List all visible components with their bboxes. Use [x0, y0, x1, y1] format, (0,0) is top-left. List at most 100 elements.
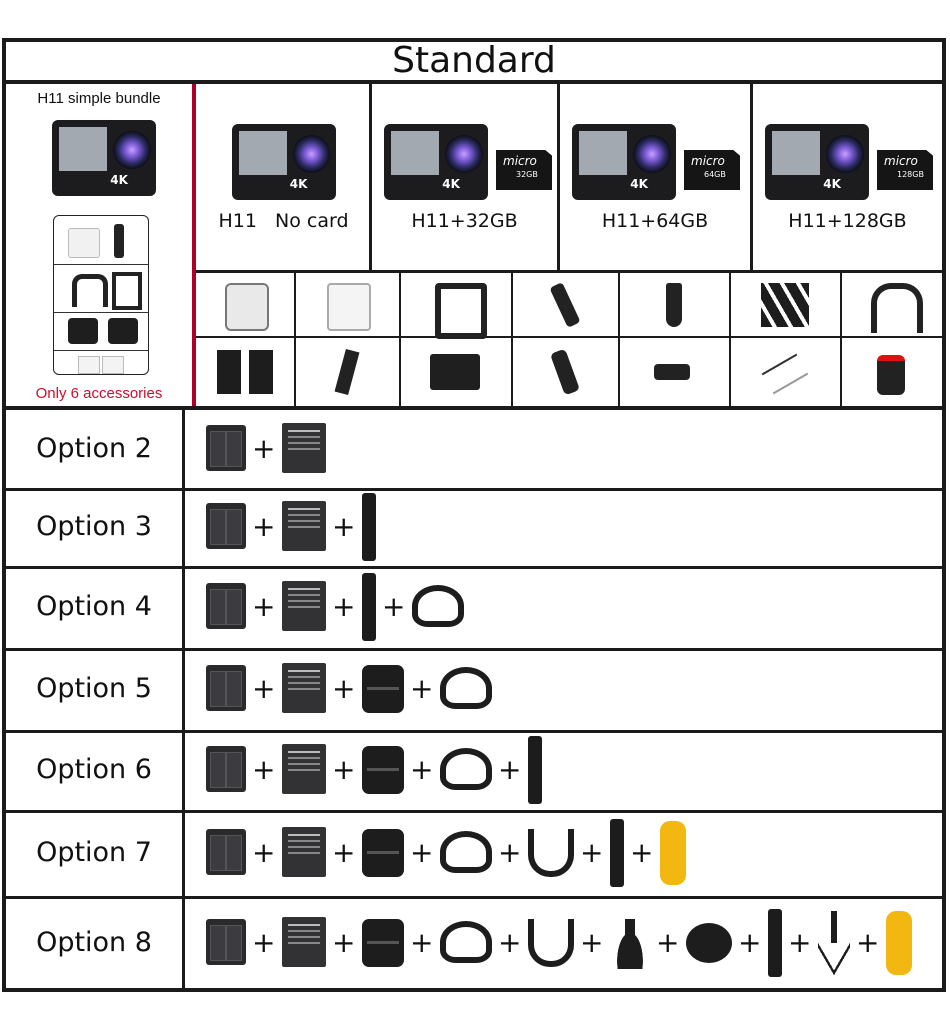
battery-icon: [282, 581, 326, 631]
camera-badge: 4K: [823, 177, 841, 192]
divider: [196, 270, 942, 273]
plus-sign: +: [856, 926, 880, 959]
plus-sign: +: [498, 926, 522, 959]
charger-icon: [206, 425, 246, 471]
plus-sign: +: [580, 836, 604, 869]
velcro-straps-icon: [760, 282, 809, 327]
charger-icon: [206, 583, 246, 629]
sd-card-image: micro 64GB: [684, 150, 740, 190]
plus-sign: +: [332, 590, 356, 623]
tripod-adapter-icon: [665, 282, 682, 327]
camera-lens: [826, 134, 864, 173]
selfie-stick-icon: [528, 736, 542, 804]
selfie-stick-icon: [610, 819, 624, 887]
plus-sign: +: [410, 753, 434, 786]
plus-sign: +: [656, 926, 680, 959]
sd-card-brand: micro: [884, 154, 918, 168]
sd-card-capacity: 32GB: [516, 170, 538, 179]
head-strap-icon: [440, 921, 492, 963]
camera-badge: 4K: [289, 177, 308, 192]
j-hook-icon: [114, 224, 124, 258]
camera-screen: [238, 130, 287, 175]
camera-badge: 4K: [442, 177, 460, 192]
camera-image: 4K: [231, 124, 336, 200]
divider: [192, 84, 196, 408]
sd-card-image: micro 128GB: [877, 150, 933, 190]
handlebar-icon: [72, 274, 108, 307]
adhesive-mount-icon: [108, 318, 138, 344]
camera-image: 4K: [765, 124, 869, 200]
divider: [618, 273, 620, 407]
divider: [750, 84, 753, 272]
camera-screen: [579, 130, 628, 175]
sd-card-capacity: 128GB: [897, 170, 924, 179]
wrist-strap-icon: [686, 923, 732, 963]
camera-screen: [391, 130, 440, 175]
head-strap-icon: [440, 748, 492, 790]
sd-card-capacity: 64GB: [704, 170, 726, 179]
sd-card-brand: micro: [691, 154, 725, 168]
tripod-icon: [818, 911, 850, 975]
divider: [729, 273, 731, 407]
divider: [369, 84, 372, 272]
floating-grip-icon: [660, 821, 686, 885]
comparison-table: [2, 38, 946, 992]
floating-grip-icon: [886, 911, 912, 975]
waterproof-case-icon: [225, 282, 269, 331]
option-label: Option 4: [36, 591, 152, 622]
divider: [2, 730, 946, 733]
divider: [557, 84, 560, 272]
plus-sign: +: [410, 926, 434, 959]
plus-sign: +: [252, 753, 276, 786]
variant-label: H11 No card: [218, 210, 349, 232]
plus-sign: +: [252, 590, 276, 623]
camera-badge: 4K: [630, 177, 648, 192]
divider: [2, 648, 946, 651]
plus-sign: +: [332, 926, 356, 959]
divider: [840, 273, 842, 407]
accessory-card: [53, 215, 149, 375]
camera-screen: [772, 130, 821, 175]
camera-image: 4K: [52, 120, 156, 196]
bundle-title: H11 simple bundle: [37, 90, 161, 107]
divider: [2, 406, 946, 410]
adhesive-mounts-icon: [217, 350, 273, 394]
protective-frame-white-icon: [326, 282, 371, 331]
option-label: Option 6: [36, 754, 152, 785]
camera-image: 4K: [384, 124, 488, 200]
battery-icon: [282, 423, 326, 473]
plus-sign: +: [498, 836, 522, 869]
head-strap-icon: [440, 831, 492, 873]
sd-card-brand: micro: [503, 154, 537, 168]
battery-icon: [282, 663, 326, 713]
selfie-stick-icon: [362, 573, 376, 641]
bundle-note: Only 6 accessories: [35, 385, 163, 402]
chest-harness-icon: [528, 829, 574, 877]
camera-lens: [292, 134, 331, 173]
camera-lens: [445, 134, 483, 173]
handlebar-mount-icon: [871, 282, 923, 333]
sd-card-image: micro 32GB: [496, 150, 552, 190]
charger-icon: [206, 665, 246, 711]
sticker-icon: [78, 356, 100, 374]
carry-case-icon: [362, 829, 404, 877]
remote-control-icon: [877, 355, 905, 395]
battery-icon: [282, 917, 326, 967]
plus-sign: +: [498, 753, 522, 786]
option-label: Option 3: [36, 511, 152, 542]
divider: [2, 810, 946, 813]
divider: [511, 273, 513, 407]
thumb-screw-icon: [653, 364, 690, 380]
option-label: Option 2: [36, 433, 152, 464]
plus-sign: +: [580, 926, 604, 959]
suction-cup-icon: [610, 917, 650, 969]
plus-sign: +: [630, 836, 654, 869]
sticker-icon: [102, 356, 124, 374]
carry-case-icon: [362, 746, 404, 794]
option-label: Option 5: [36, 673, 152, 704]
chest-harness-icon: [528, 919, 574, 967]
selfie-stick-icon: [362, 493, 376, 561]
battery-icon: [282, 501, 326, 551]
selfie-stick-icon: [768, 909, 782, 977]
plus-sign: +: [252, 926, 276, 959]
